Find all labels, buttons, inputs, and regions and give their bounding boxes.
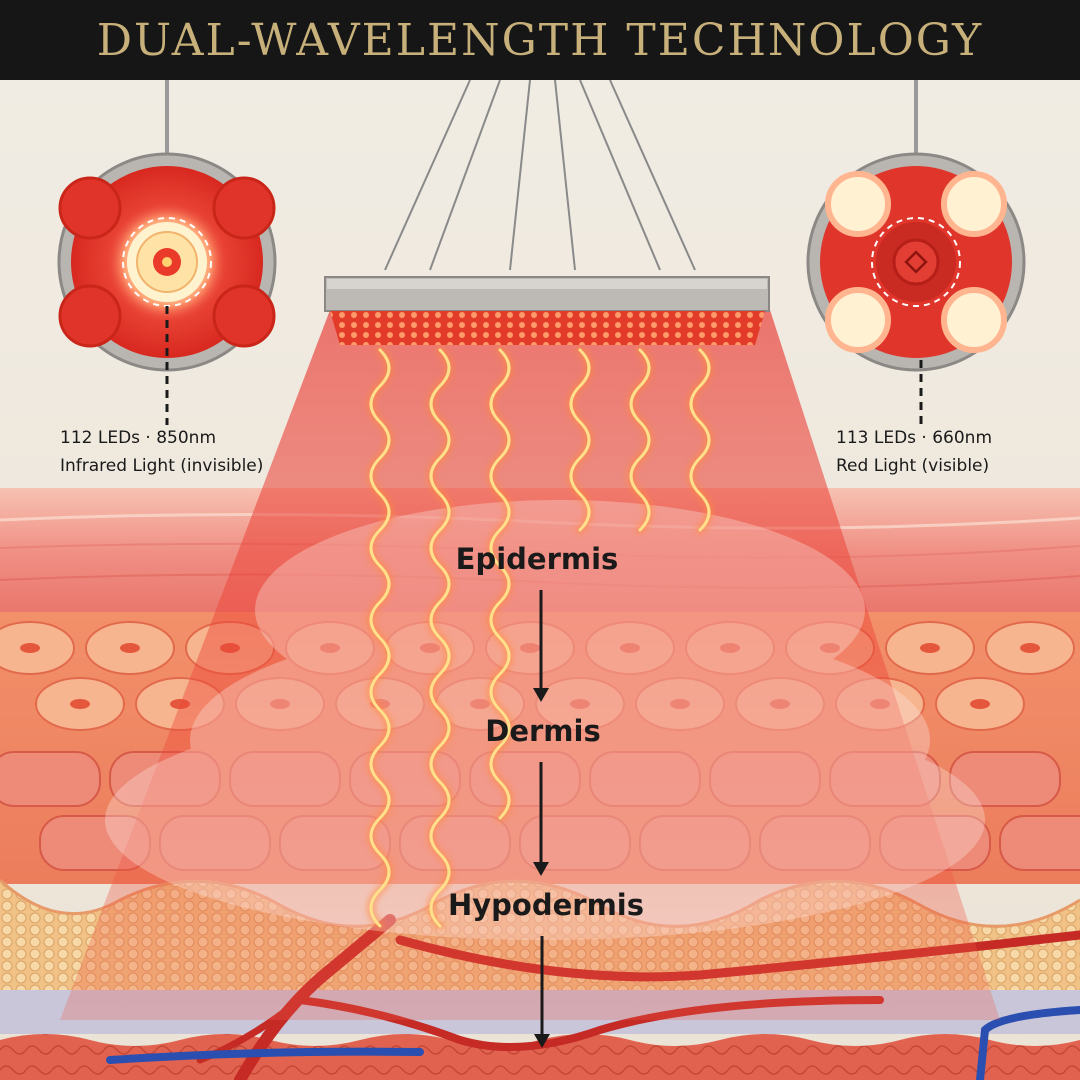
header-bar: DUAL-WAVELENGTH TECHNOLOGY	[0, 0, 1080, 80]
light-waves	[366, 345, 714, 931]
right-lens-group	[806, 80, 1026, 425]
page-title: DUAL-WAVELENGTH TECHNOLOGY	[96, 14, 984, 66]
dermis-label: Dermis	[485, 714, 601, 748]
arrow-down-icon	[533, 590, 549, 702]
light-beam	[60, 310, 1000, 1020]
hanging-cables	[384, 79, 696, 271]
epidermis-label: Epidermis	[455, 542, 619, 576]
arrow-down-icon	[534, 936, 550, 1048]
led-panel-icon	[324, 276, 770, 345]
red-description: Red Light (visible)	[836, 456, 990, 476]
left-lens-group	[57, 80, 277, 425]
infrared-callout: 112 LEDs · 850nm Infrared Light (invisib…	[60, 424, 263, 480]
muscle-layer	[0, 1034, 1080, 1080]
red-led-magnifier-icon	[820, 166, 1012, 358]
red-led-count: 113 LEDs · 660nm	[836, 428, 993, 448]
infrared-led-count: 112 LEDs · 850nm	[60, 428, 217, 448]
infrared-led-magnifier-icon	[58, 166, 276, 358]
arrow-down-icon	[533, 762, 549, 876]
infrared-description: Infrared Light (invisible)	[60, 456, 264, 476]
red-callout: 113 LEDs · 660nm Red Light (visible)	[836, 424, 992, 480]
hypodermis-label: Hypodermis	[447, 888, 645, 922]
